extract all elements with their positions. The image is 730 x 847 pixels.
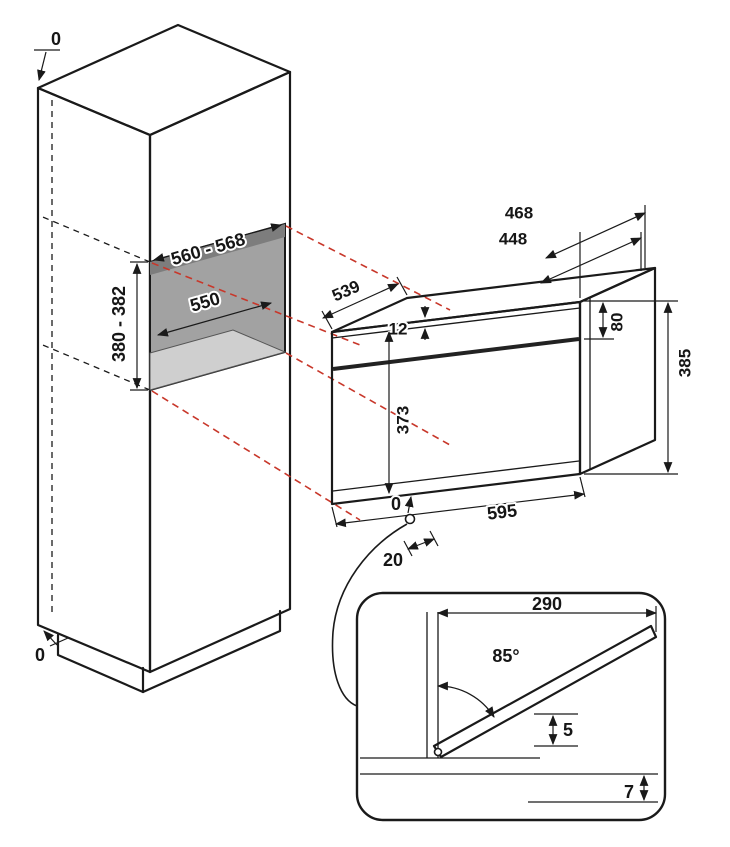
cabinet-left-face [36, 86, 152, 674]
dim-top-clearance: 0 [51, 29, 61, 49]
hidden-niche-bottom-line [37, 342, 151, 391]
projection-line-top-right [285, 225, 451, 311]
dim-appliance-depth: 539 [329, 277, 363, 306]
band-extensions [584, 300, 678, 340]
dimensions: 0 560 - 568 550 380 - 382 0 539 468 448 … [33, 27, 697, 667]
detail-view-frame [355, 591, 667, 822]
door-hinge-point [433, 747, 443, 757]
dim-gap-bottom: 7 [624, 782, 634, 802]
projection-line-bottom-left [151, 390, 361, 521]
niche-height-extensions [130, 261, 148, 391]
dim-depth-with-door: 468 [505, 204, 533, 223]
detail-reference-point [404, 513, 416, 525]
depth539-dimline [321, 283, 400, 319]
hidden-niche-top-line [37, 214, 151, 263]
dim-gap-door: 5 [563, 720, 573, 740]
dim-front-overhang: 20 [383, 550, 403, 570]
bottom-clearance-arrow [43, 630, 58, 646]
cabinet-top-face [36, 23, 292, 137]
front-zero-arrow [404, 495, 414, 514]
door-angle-arc [436, 681, 495, 718]
dim-top-lip: 12 [389, 320, 408, 339]
niche-width-dimline [152, 223, 283, 262]
depth468-dimline [544, 212, 647, 259]
appliance-front-face [330, 300, 582, 506]
dim-front-zero: 0 [391, 494, 401, 514]
cabinet-front-face [148, 70, 292, 674]
appliance [330, 266, 657, 506]
detail-leader-curve [331, 523, 408, 707]
depth-extensions [579, 205, 646, 298]
bottom-clearance-tick [49, 637, 69, 647]
detail-shelf-lines [360, 757, 658, 803]
cabinet-plinth-left [56, 633, 145, 694]
dim-panel-band: 80 [608, 313, 627, 332]
depth448-dimline [539, 237, 643, 284]
door-top-groove [332, 337, 580, 371]
appliance-side-face [578, 266, 657, 476]
width-dimline [334, 490, 586, 528]
dim-door-reach: 290 [532, 594, 562, 614]
dim-total-height: 385 [676, 349, 695, 377]
front-top-lip-line [331, 307, 581, 339]
dim-appliance-width: 595 [486, 500, 518, 524]
cabinet-column [36, 23, 292, 694]
gap5-ticks [534, 713, 578, 747]
dim-niche-height: 380 - 382 [109, 286, 129, 362]
dim-door-height: 373 [394, 406, 413, 434]
dim-door-angle: 85° [492, 646, 519, 666]
cabinet-plinth-right [141, 609, 282, 694]
dim-bottom-clearance: 0 [35, 645, 45, 665]
detail-view: 85° 290 5 7 [331, 523, 667, 822]
overhang-dimline [406, 538, 436, 550]
top-clearance-arrow [37, 51, 47, 82]
door-bottom-line [332, 460, 580, 492]
dim-depth-body: 448 [499, 230, 527, 249]
niche-depth-dimline [156, 301, 273, 337]
projection-line-bottom-right [285, 352, 451, 446]
